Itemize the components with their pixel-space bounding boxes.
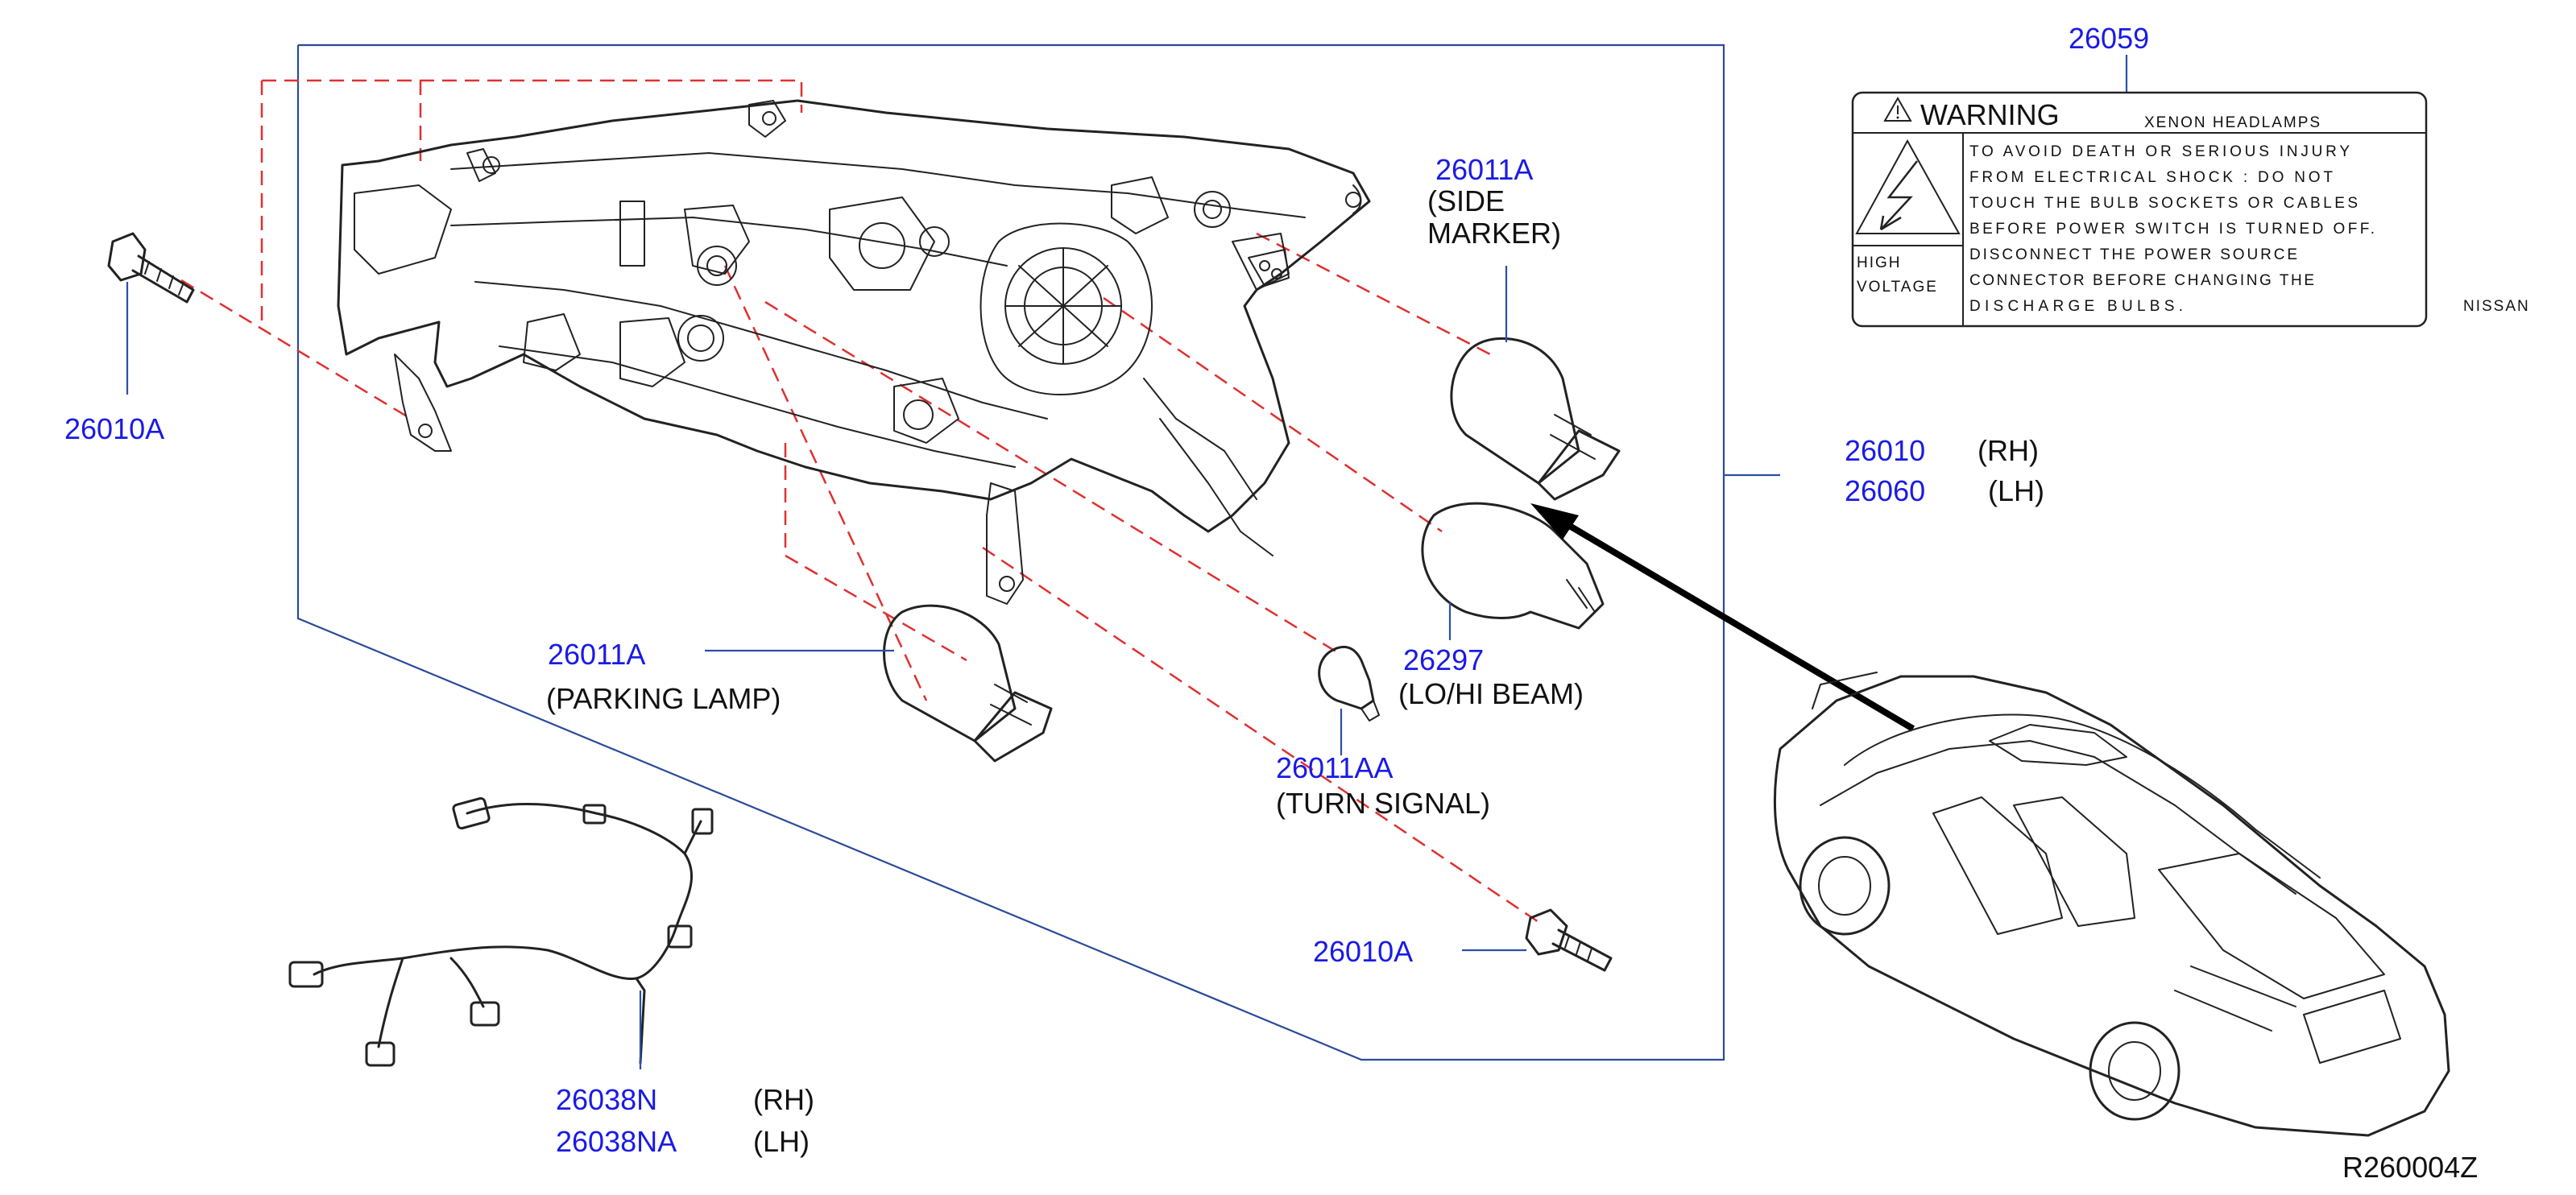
part-no-bolt-lower: 26010A	[1313, 935, 1413, 968]
parking-lamp-desc: (PARKING LAMP)	[546, 682, 781, 715]
part-no-headlamp-lh: 26060	[1845, 474, 1925, 507]
part-no-beam-bulb: 26297	[1403, 643, 1484, 676]
headlamp-rh-side: (RH)	[1978, 434, 2039, 467]
warning-line-2: FROM ELECTRICAL SHOCK : DO NOT	[1969, 169, 2334, 186]
high-voltage-icon	[1855, 139, 1961, 234]
part-no-warning-label: 26059	[2069, 22, 2149, 55]
warning-label: HIGH VOLTAGE WARNING XENON HEADLAMPS TO …	[1851, 55, 2530, 328]
warning-line-3: TOUCH THE BULB SOCKETS OR CABLES	[1969, 195, 2359, 212]
brand-label: NISSAN	[2463, 298, 2530, 315]
part-no-turn-signal: 26011AA	[1276, 751, 1393, 784]
guide-lines	[180, 79, 1539, 924]
warning-line-6: CONNECTOR BEFORE CHANGING THE	[1969, 272, 2316, 289]
warning-line-4: BEFORE POWER SWITCH IS TURNED OFF.	[1969, 221, 2376, 238]
warning-line-5: DISCONNECT THE POWER SOURCE	[1969, 246, 2299, 263]
wiring-harness	[288, 796, 714, 1069]
headlamp-assembly	[337, 99, 1371, 605]
part-no-harness-lh: 26038NA	[556, 1125, 677, 1158]
parking-lamp-bulb	[705, 604, 1053, 763]
bolt-upper	[107, 232, 195, 395]
assembly-frame	[296, 43, 1780, 1061]
part-no-parking-lamp: 26011A	[548, 638, 645, 671]
part-no-bolt-upper: 26010A	[64, 412, 164, 445]
beam-bulb-desc: (LO/HI BEAM)	[1398, 677, 1584, 710]
hazard-caption-line2: VOLTAGE	[1857, 279, 1938, 296]
location-arrow	[1530, 503, 1915, 732]
beam-bulb	[1421, 502, 1605, 640]
turn-signal-desc: (TURN SIGNAL)	[1276, 787, 1490, 820]
part-no-headlamp-rh: 26010	[1845, 434, 1925, 467]
warning-heading: WARNING	[1920, 98, 2060, 131]
warning-subheading: XENON HEADLAMPS	[2144, 114, 2321, 131]
vehicle-illustration	[1773, 672, 2450, 1137]
part-no-side-marker: 26011A	[1435, 153, 1533, 186]
bolt-lower	[1462, 908, 1613, 972]
diagram-code: R260004Z	[2342, 1151, 2478, 1184]
harness-rh-side: (RH)	[753, 1083, 814, 1116]
warning-triangle-icon	[1883, 96, 1912, 122]
hazard-caption-line1: HIGH	[1857, 254, 1902, 271]
side-marker-desc-1: (SIDE	[1427, 184, 1505, 217]
turn-signal-bulb	[1318, 645, 1380, 755]
headlamp-lh-side: (LH)	[1988, 474, 2044, 507]
warning-line-1: TO AVOID DEATH OR SERIOUS INJURY	[1969, 143, 2351, 160]
part-no-harness-rh: 26038N	[556, 1083, 657, 1116]
warning-line-7: DISCHARGE BULBS.	[1969, 298, 2185, 315]
harness-lh-side: (LH)	[753, 1125, 810, 1158]
side-marker-desc-2: MARKER)	[1427, 217, 1561, 250]
side-marker-bulb	[1450, 266, 1621, 501]
